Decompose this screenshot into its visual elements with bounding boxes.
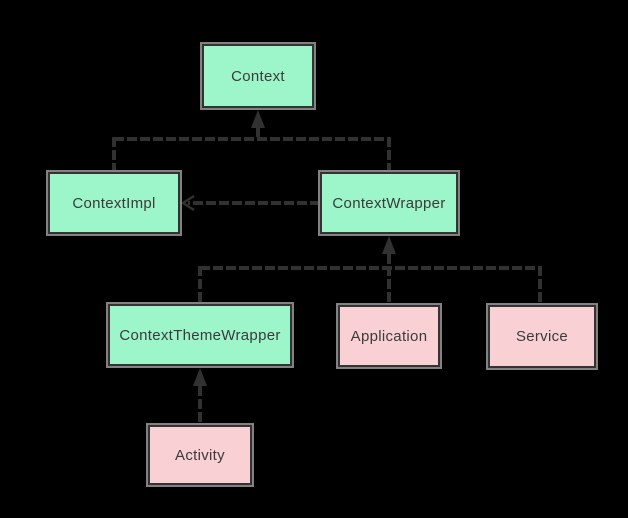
node-label: Service [515,328,569,345]
node-contextthemewrapper: ContextThemeWrapper [106,302,294,368]
edge-context-subclasses [112,110,391,172]
node-label: Application [350,327,428,345]
node-label: ContextWrapper [332,194,446,212]
node-activity: Activity [146,423,254,487]
node-application: Application [336,303,442,369]
edge-wrapper-subclasses [198,236,542,305]
inheritance-arrow-icon [251,110,265,128]
edge-wrapper-to-impl [180,194,320,212]
node-contextimpl: ContextImpl [46,170,182,236]
inheritance-arrow-icon [382,236,396,254]
open-arrow-icon [180,194,195,212]
node-service: Service [486,303,598,370]
node-context: Context [200,42,316,110]
node-label: ContextThemeWrapper [119,326,281,344]
node-label: ContextImpl [72,194,156,212]
inheritance-arrow-icon [193,368,207,386]
node-contextwrapper: ContextWrapper [318,170,460,236]
edge-theme-wrapper-subclass [193,368,207,425]
node-label: Activity [175,446,225,464]
node-label: Context [231,67,285,85]
